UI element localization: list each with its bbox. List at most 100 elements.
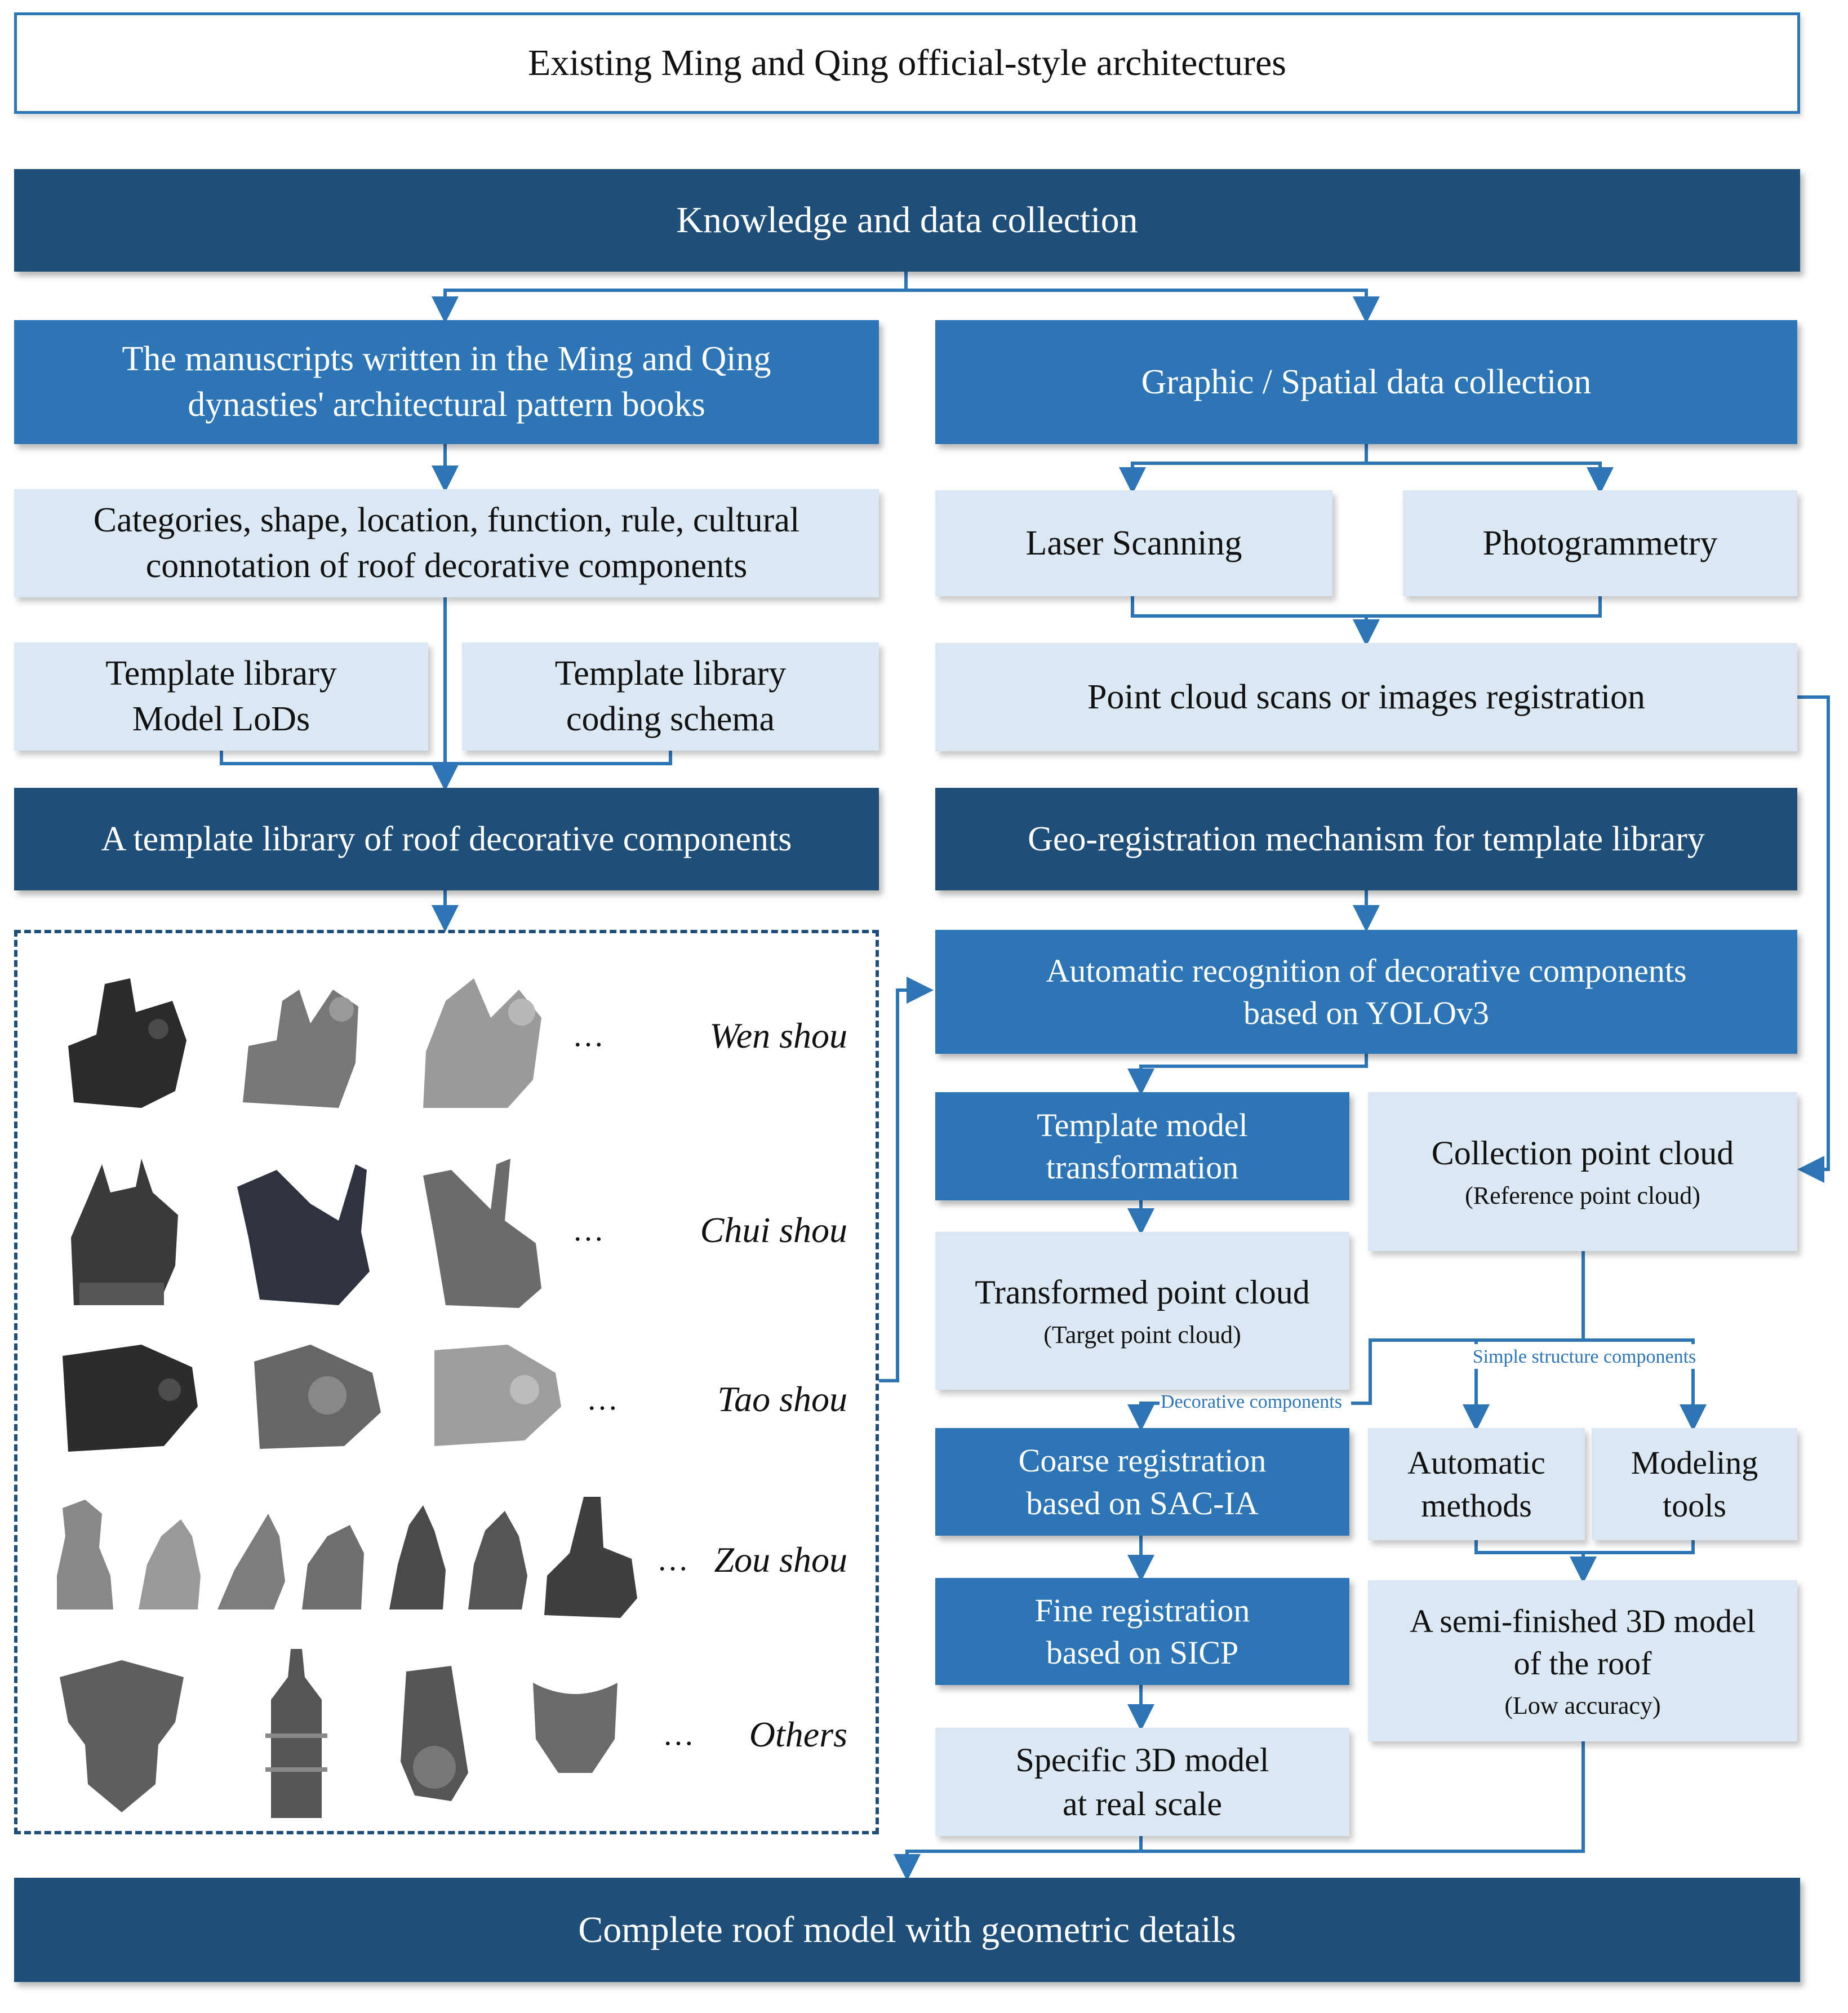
existing-architectures-box: Existing Ming and Qing official-style ar… — [14, 12, 1800, 114]
pointcloud-registration-box: Point cloud scans or images registration — [935, 643, 1797, 751]
tao-shou-ellipsis: … — [587, 1382, 618, 1417]
semi-sub: (Low accuracy) — [1504, 1691, 1661, 1719]
zou-shou-image-1 — [57, 1500, 113, 1609]
zou-shou-image-3 — [217, 1514, 285, 1609]
collection-point-cloud-box: Collection point cloud (Reference point … — [1368, 1092, 1797, 1251]
chui-shou-image-3 — [423, 1159, 541, 1308]
edge-label-simple: Simple structure components — [1473, 1346, 1696, 1367]
zou-shou-image-6 — [468, 1511, 527, 1609]
laser-scanning-box: Laser Scanning — [935, 490, 1332, 596]
chui-shou-label: Chui shou — [700, 1210, 847, 1250]
model-lods-line2: Model LoDs — [132, 700, 310, 738]
wire-branch-left — [1127, 1338, 1583, 1431]
auto-recognition-line1: Automatic recognition of decorative comp… — [1046, 952, 1687, 989]
fine-registration-box: Fine registration based on SICP — [935, 1578, 1349, 1685]
knowledge-collection-text: Knowledge and data collection — [676, 199, 1138, 241]
transformed-sub: (Target point cloud) — [1043, 1321, 1241, 1349]
wire-auto-modeling-merge — [1474, 1540, 1695, 1554]
model-lods-box: Template library Model LoDs — [14, 642, 428, 751]
edge-label-decorative: Decorative components — [1161, 1391, 1342, 1412]
wire-branch-auto — [1463, 1338, 1583, 1431]
zou-shou-image-7 — [544, 1497, 637, 1618]
categories-line2: connotation of roof decorative component… — [145, 547, 748, 585]
laser-scanning-text: Laser Scanning — [1025, 524, 1242, 562]
tao-shou-label: Tao shou — [717, 1379, 847, 1419]
wen-shou-ellipsis: … — [572, 1018, 604, 1053]
wire-semi-complete — [1141, 1741, 1585, 1853]
coding-schema-line1: Template library — [554, 654, 787, 693]
semi-line1: A semi-finished 3D model — [1410, 1603, 1756, 1640]
gallery-row-zou-shou: … Zou shou — [17, 1480, 876, 1626]
specific-line1: Specific 3D model — [1015, 1741, 1269, 1779]
graphic-spatial-text: Graphic / Spatial data collection — [1141, 362, 1592, 401]
knowledge-collection-box: Knowledge and data collection — [14, 169, 1800, 272]
others-ellipsis: … — [663, 1717, 694, 1752]
photogrammetry-box: Photogrammetry — [1403, 490, 1797, 596]
auto-methods-line1: Automatic — [1407, 1444, 1545, 1482]
tao-shou-image-2 — [254, 1345, 381, 1449]
tmt-line1: Template model — [1037, 1106, 1248, 1143]
tmt-line2: transformation — [1046, 1149, 1239, 1186]
categories-box: Categories, shape, location, function, r… — [14, 489, 879, 597]
complete-roof-model-text: Complete roof model with geometric detai… — [578, 1909, 1236, 1950]
modeling-tools-line2: tools — [1663, 1487, 1726, 1524]
automatic-methods-box: Automatic methods — [1368, 1428, 1585, 1540]
gallery-row-others: … Others — [17, 1638, 876, 1824]
others-image-2 — [265, 1649, 327, 1818]
chui-shou-image-2 — [237, 1164, 370, 1305]
transformed-title: Transformed point cloud — [975, 1274, 1310, 1311]
chui-shou-image-1 — [71, 1159, 178, 1305]
others-image-4 — [533, 1683, 618, 1773]
wen-shou-label: Wen shou — [709, 1016, 847, 1056]
modeling-tools-box: Modeling tools — [1592, 1428, 1797, 1540]
fine-line1: Fine registration — [1034, 1591, 1250, 1629]
modeling-tools-line1: Modeling — [1631, 1444, 1758, 1482]
gallery-row-chui-shou: … Chui shou — [17, 1142, 876, 1316]
wire-pointcloud-collection — [1797, 695, 1830, 1183]
manuscripts-line2: dynasties' architectural pattern books — [188, 385, 705, 424]
wire-graphic-photo — [1366, 462, 1614, 494]
wire-branch-modeling — [1583, 1338, 1707, 1431]
others-image-3 — [401, 1666, 468, 1801]
coarse-line2: based on SAC-IA — [1026, 1484, 1259, 1522]
wire-laser-photo-merge — [1131, 596, 1602, 618]
tao-shou-image-1 — [63, 1345, 198, 1452]
specific-line2: at real scale — [1062, 1785, 1223, 1823]
zou-shou-image-2 — [139, 1519, 201, 1609]
specific-3d-model-box: Specific 3D model at real scale — [935, 1728, 1349, 1836]
manuscripts-line1: The manuscripts written in the Ming and … — [122, 340, 771, 379]
fine-line2: based on SICP — [1046, 1634, 1239, 1671]
geo-registration-text: Geo-registration mechanism for template … — [1028, 819, 1705, 858]
coding-schema-box: Template library coding schema — [462, 642, 879, 751]
categories-line1: Categories, shape, location, function, r… — [93, 501, 800, 540]
transformed-point-cloud-box: Transformed point cloud (Target point cl… — [935, 1232, 1349, 1390]
wen-shou-image-3 — [423, 978, 541, 1108]
template-model-transformation-box: Template model transformation — [935, 1092, 1349, 1200]
tao-shou-image-3 — [434, 1345, 561, 1446]
photogrammetry-text: Photogrammetry — [1482, 524, 1718, 562]
wire-knowledge-right — [906, 289, 1380, 323]
wire-autorec-tmt — [1127, 1054, 1368, 1096]
zou-shou-image-4 — [302, 1525, 364, 1609]
existing-architectures-text: Existing Ming and Qing official-style ar… — [528, 42, 1286, 84]
component-gallery-panel: … Wen shou … Chui shou … Tao sho — [14, 930, 879, 1834]
pointcloud-registration-text: Point cloud scans or images registration — [1087, 677, 1646, 716]
model-lods-line1: Template library — [105, 654, 337, 693]
others-image-1 — [60, 1660, 184, 1812]
gallery-row-wen-shou: … Wen shou — [17, 956, 876, 1125]
semi-line2: of the roof — [1513, 1645, 1652, 1682]
geo-registration-box: Geo-registration mechanism for template … — [935, 788, 1797, 890]
gallery-row-tao-shou: … Tao shou — [17, 1333, 876, 1469]
collection-sub: (Reference point cloud) — [1465, 1182, 1700, 1210]
wire-graphic-split — [1119, 444, 1368, 494]
auto-recognition-line2: based on YOLOv3 — [1243, 995, 1489, 1031]
zou-shou-image-5 — [389, 1505, 446, 1609]
graphic-spatial-box: Graphic / Spatial data collection — [935, 320, 1797, 444]
template-library-text: A template library of roof decorative co… — [101, 819, 792, 858]
wen-shou-image-2 — [243, 990, 358, 1108]
wire-knowledge-split — [432, 272, 908, 323]
coding-schema-line2: coding schema — [566, 700, 775, 738]
template-library-box: A template library of roof decorative co… — [14, 788, 879, 890]
zou-shou-ellipsis: … — [657, 1542, 688, 1577]
complete-roof-model-box: Complete roof model with geometric detai… — [14, 1878, 1800, 1982]
